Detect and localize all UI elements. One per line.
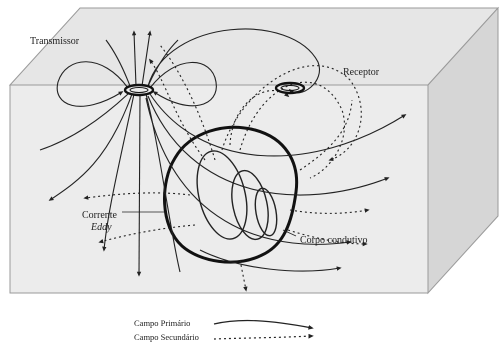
legend-secondary-line xyxy=(213,333,314,340)
legend-primary-label: Campo Primário xyxy=(134,318,190,328)
primary-line-up-2 xyxy=(141,30,152,87)
transmitter-label: Transmissor xyxy=(30,36,80,47)
block-side-face xyxy=(427,6,499,295)
secondary-line-5 xyxy=(159,44,216,161)
eddy-loop-outer xyxy=(196,150,248,240)
receiver-label: Receptor xyxy=(343,67,380,78)
eddy-label-line1: Corrente xyxy=(82,210,118,221)
eddy-loop-inner xyxy=(231,169,269,241)
eddy-loop-small xyxy=(254,187,278,237)
secondary-line-8 xyxy=(239,259,248,292)
primary-loop-right xyxy=(149,61,217,107)
primary-line-up-3 xyxy=(105,39,131,87)
primary-line-right-3 xyxy=(145,97,352,245)
primary-loop-large xyxy=(147,28,321,94)
receiver-coil xyxy=(274,81,306,95)
primary-loop-left xyxy=(56,61,129,107)
primary-line-up-1 xyxy=(131,30,137,87)
primary-line-bottom xyxy=(199,249,342,272)
conductive-body-label: Corpo condutivo xyxy=(300,235,368,246)
primary-line-left-1 xyxy=(39,93,129,151)
primary-line-right-2 xyxy=(147,95,390,196)
secondary-line-11 xyxy=(299,99,353,171)
label-pointers xyxy=(122,211,297,237)
ground-block xyxy=(8,6,500,295)
eddy-label-line2: Eddy xyxy=(90,222,112,233)
secondary-line-9 xyxy=(289,208,370,214)
transmitter-coil xyxy=(123,83,155,97)
primary-line-down-1 xyxy=(48,93,133,201)
legend-secondary-label: Campo Secundário xyxy=(134,332,199,342)
primary-line-down-2 xyxy=(102,93,135,252)
primary-line-right-1 xyxy=(149,93,407,157)
primary-line-up-4 xyxy=(147,39,179,87)
primary-field-lines xyxy=(39,28,407,277)
body-pointer xyxy=(282,229,297,237)
eddy-current-loops xyxy=(196,150,278,241)
block-top-face xyxy=(8,7,500,86)
secondary-line-6 xyxy=(83,192,191,200)
secondary-field-lines xyxy=(83,44,370,292)
legend-primary-line xyxy=(213,319,314,330)
secondary-line-7 xyxy=(98,224,196,244)
secondary-line-1 xyxy=(221,65,362,162)
primary-line-down-3 xyxy=(136,93,142,277)
secondary-line-4 xyxy=(149,58,206,161)
primary-line-down-4 xyxy=(145,93,181,273)
legend: Campo Primário Campo Secundário xyxy=(134,318,314,342)
